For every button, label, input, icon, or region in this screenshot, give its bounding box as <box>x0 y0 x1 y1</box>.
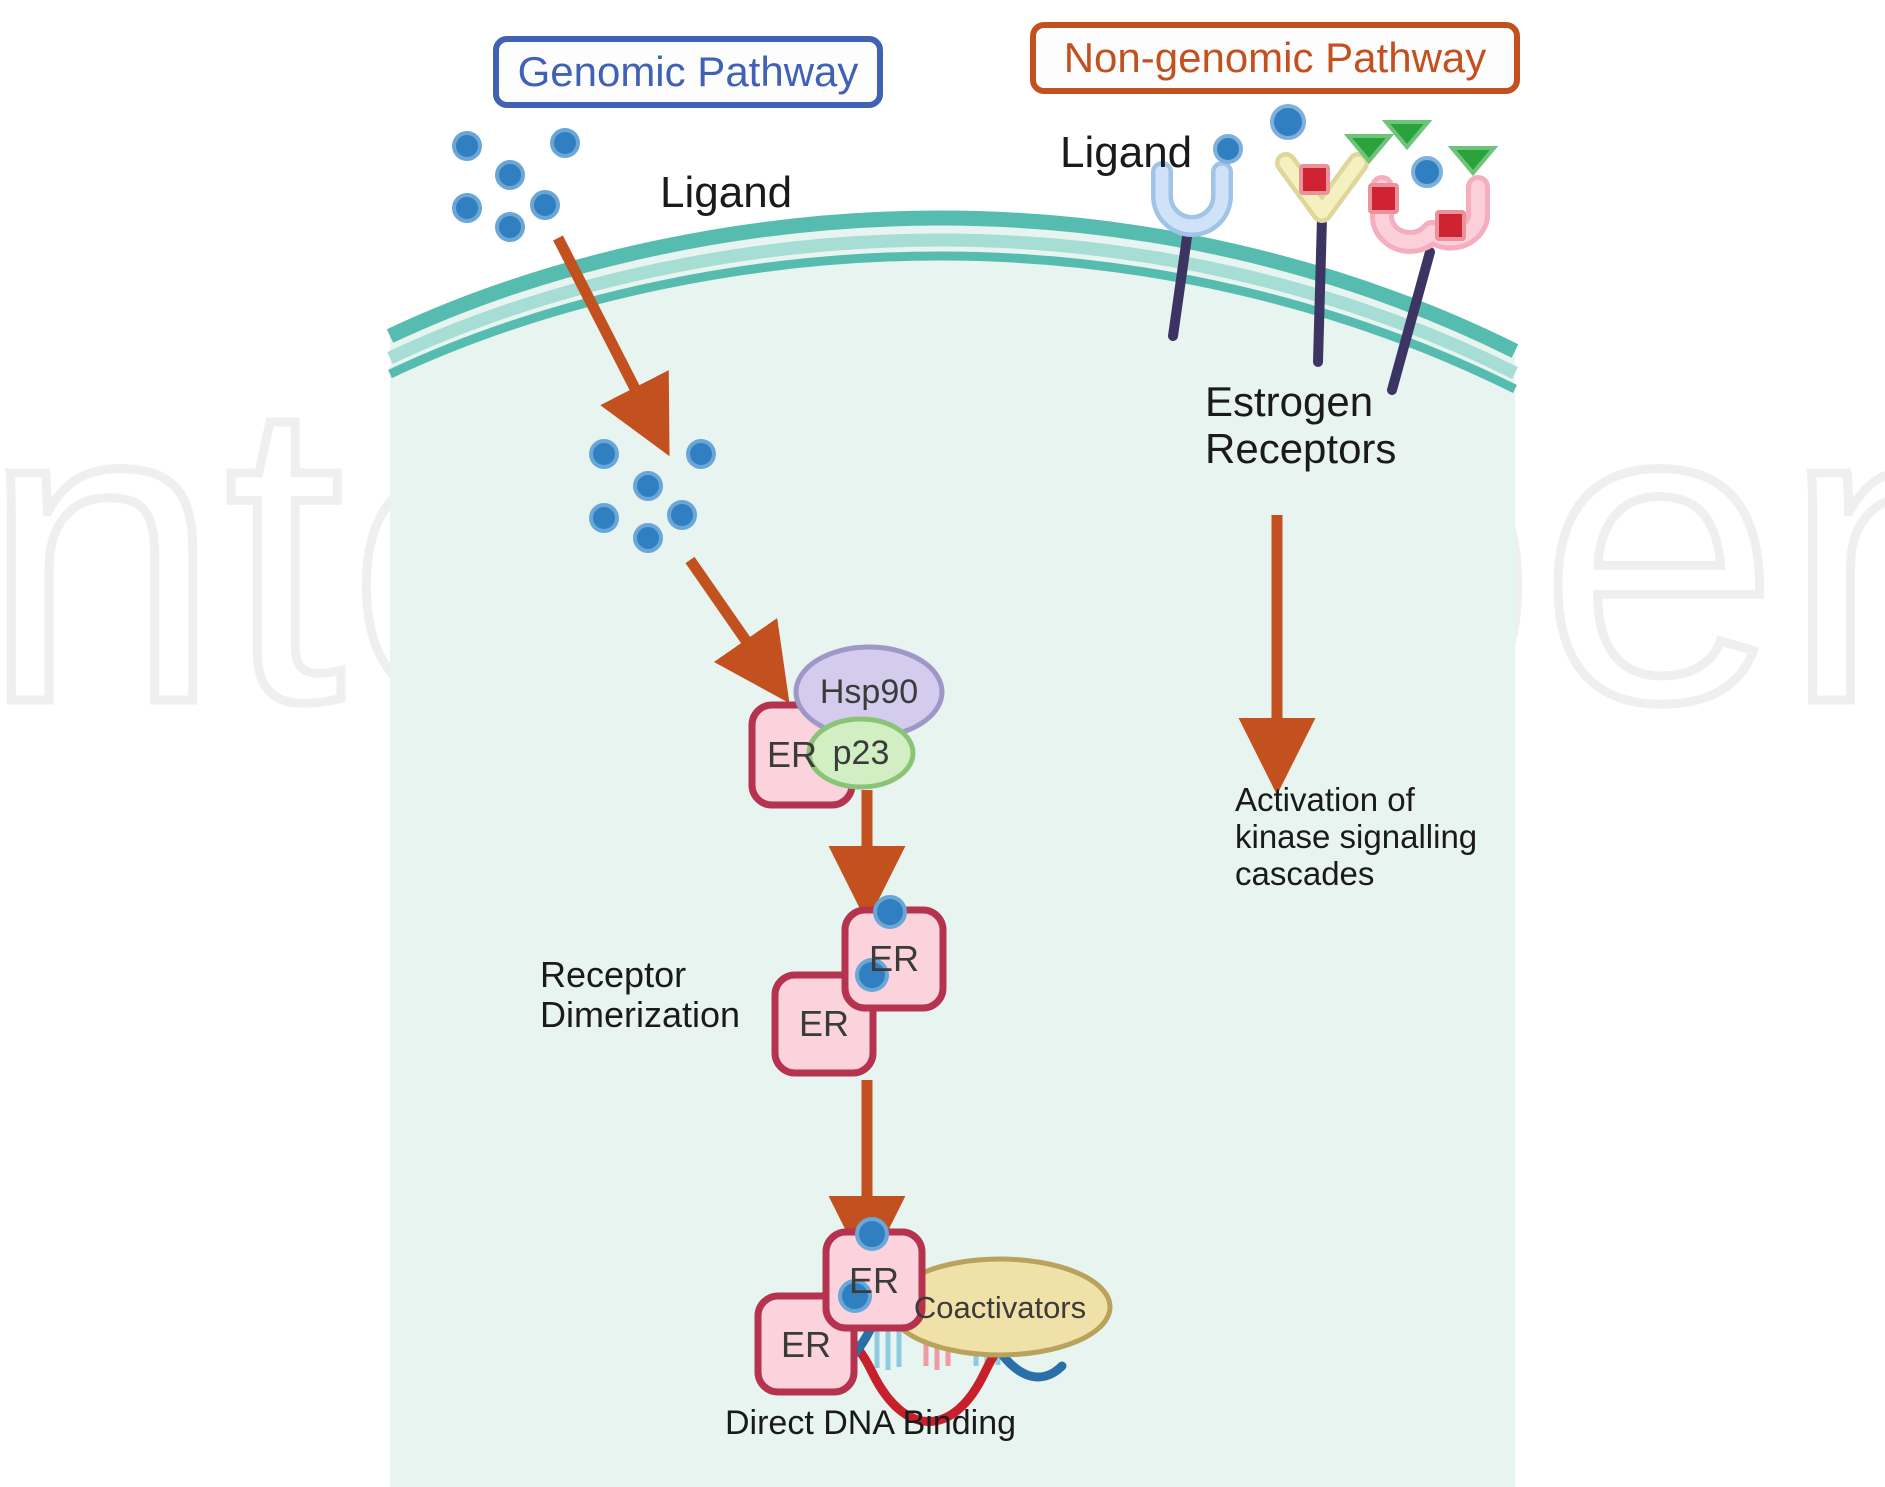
er-dimer <box>771 895 947 1077</box>
genomic-pathway-label: Genomic Pathway <box>517 48 859 95</box>
direct-dna-binding-label: Direct DNA Binding <box>725 1404 1017 1442</box>
p23-ellipse <box>806 716 916 790</box>
estrogen-receptors-label: Estrogen Receptors <box>1205 378 1397 473</box>
stem-receptor-cup-pink <box>1387 247 1435 395</box>
ligand-dot-on-dna-left <box>838 1279 872 1313</box>
ligand-triangle-green <box>1343 120 1499 177</box>
ligand-square-red <box>1299 164 1466 241</box>
kinase-cascade-label: Activation of kinase signalling cascades <box>1235 781 1478 892</box>
dna-bound-complex <box>754 1217 1113 1426</box>
ligand-dot-on-dimer-left <box>855 958 889 992</box>
ligand-right-label: Ligand <box>1060 128 1193 177</box>
ligand-dot <box>1213 104 1443 188</box>
chaperone-complex <box>748 644 945 809</box>
receptor-dimerization-label: Receptor Dimerization <box>540 954 741 1036</box>
arrow-ligand-to-complex <box>685 556 790 704</box>
ligand-dot-on-dimer-right <box>873 895 907 929</box>
pathway-arrows <box>553 235 1316 1273</box>
stem-receptor-cup-blue <box>1168 225 1193 341</box>
ligand-dot-on-dna-right <box>855 1217 889 1251</box>
cell-body <box>390 218 1515 1487</box>
nongenomic-pathway-header: Non-genomic Pathway <box>1030 22 1520 94</box>
stem-receptor-y-yellow <box>1313 213 1327 367</box>
extracellular-molecules <box>1213 104 1499 241</box>
receptor-stems <box>1168 213 1435 395</box>
genomic-pathway-header: Genomic Pathway <box>493 36 883 108</box>
receptor-heads <box>1151 152 1490 254</box>
ligand-cluster-extracellular <box>452 128 580 242</box>
ligand-left-label: Ligand <box>660 168 793 217</box>
arrow-ligand-entry <box>553 235 670 457</box>
plasma-membrane <box>386 210 1519 394</box>
nongenomic-pathway-label: Non-genomic Pathway <box>1063 34 1487 81</box>
